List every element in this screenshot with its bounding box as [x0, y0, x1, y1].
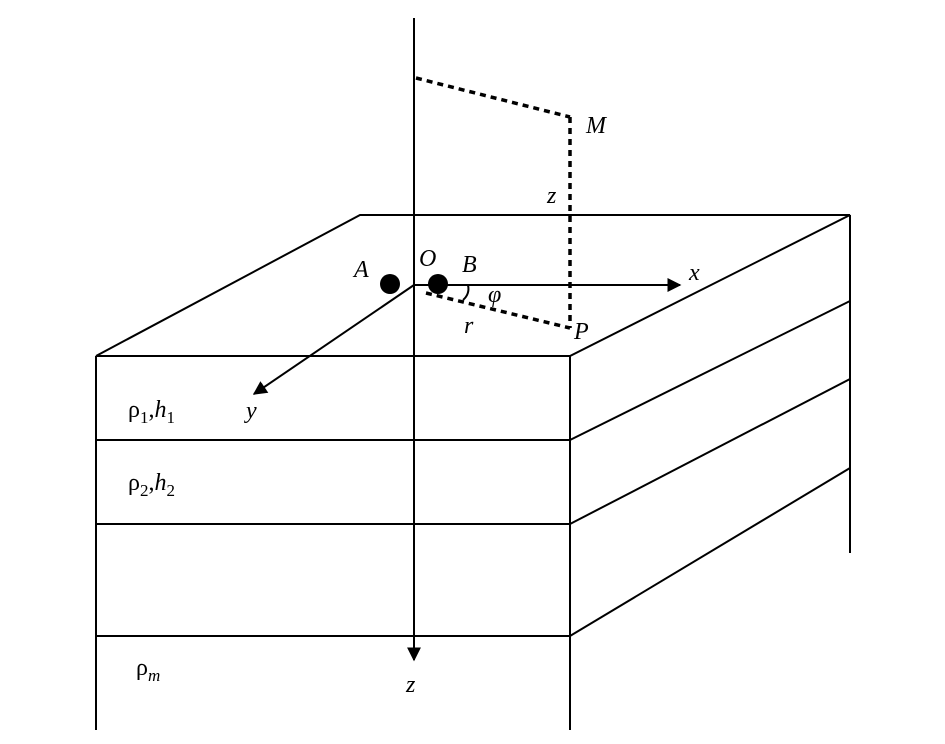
label-phi: φ — [488, 282, 501, 308]
layer-boundary-2-side — [569, 378, 851, 525]
dashed-line-r — [425, 291, 571, 330]
layer-1-rho-sub: 1 — [140, 408, 149, 427]
layer-1-sep: , — [148, 397, 154, 423]
point-B — [428, 274, 448, 294]
label-B: B — [462, 252, 477, 278]
layer-2-h: h — [154, 470, 166, 496]
label-z-height: z — [546, 183, 557, 209]
label-O: O — [419, 246, 436, 272]
layer-2-rho-sub: 2 — [140, 481, 149, 500]
layer-2-sep: , — [148, 470, 154, 496]
layer-2-label: ρ2,h2 — [128, 470, 175, 500]
layer-1-h-sub: 1 — [166, 408, 175, 427]
layer-boundary-1-side — [569, 300, 851, 441]
label-r: r — [464, 313, 474, 339]
label-M: M — [585, 113, 608, 139]
layer-m-rho-sub: m — [148, 666, 160, 685]
label-A: A — [352, 257, 369, 283]
phi-angle-arc — [462, 284, 470, 301]
label-z-axis: z — [405, 672, 416, 698]
label-y: y — [244, 398, 257, 424]
layer-m-rho: ρ — [136, 655, 148, 681]
layer-2-h-sub: 2 — [166, 481, 175, 500]
layer-m-label: ρm — [136, 655, 160, 685]
point-A — [380, 274, 400, 294]
dashed-line-axis-to-M — [415, 76, 571, 119]
layer-1-h: h — [154, 397, 166, 423]
layer-1-rho: ρ — [128, 397, 140, 423]
layer-2-rho: ρ — [128, 470, 140, 496]
label-x: x — [688, 260, 700, 286]
layer-boundary-3-side — [569, 467, 851, 637]
y-axis — [252, 284, 415, 395]
label-P: P — [573, 319, 589, 345]
layer-1-label: ρ1,h1 — [128, 397, 175, 427]
